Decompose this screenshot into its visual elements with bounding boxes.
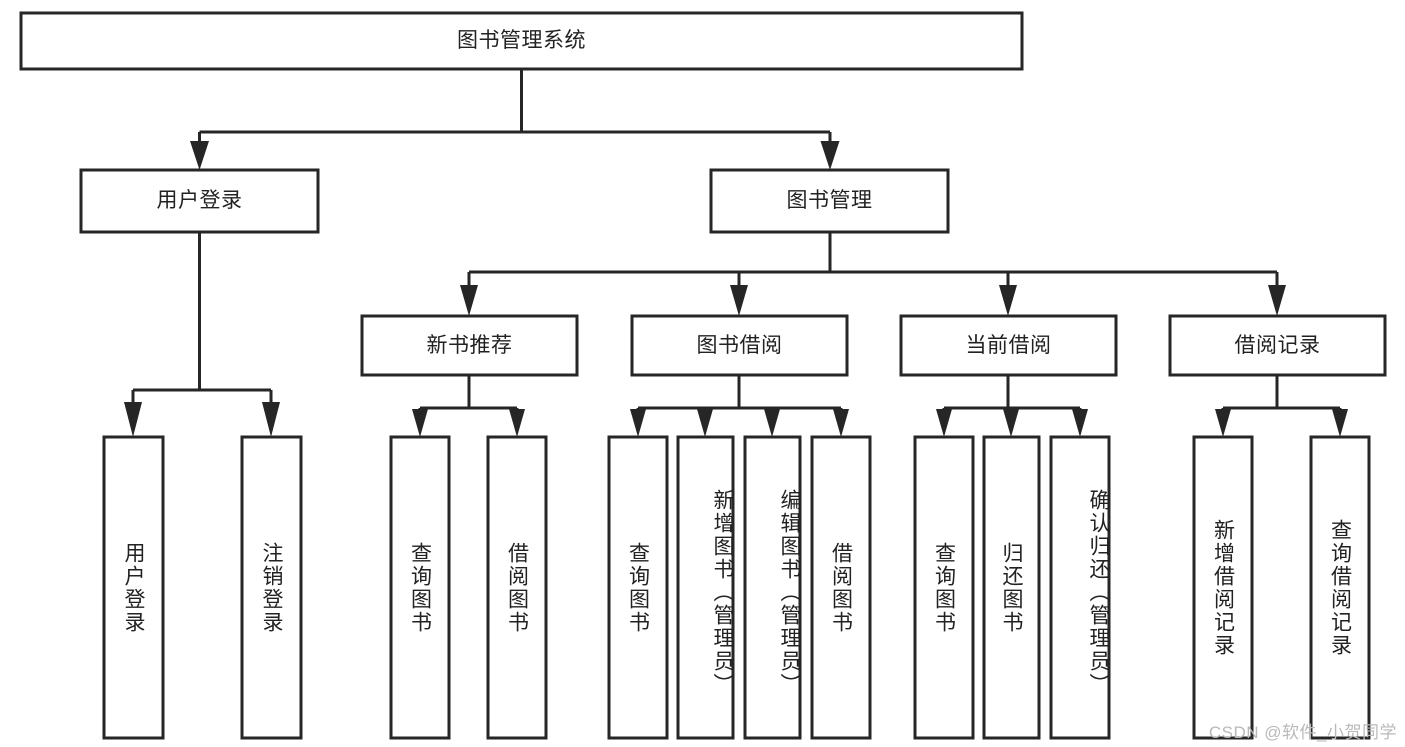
node-box-root[interactable] [19,11,1024,71]
node-box-book-borrow[interactable] [630,314,849,377]
node-box-new-book-rec[interactable] [360,314,579,377]
node-box-leaf-query-book-a[interactable] [389,435,451,740]
node-box-leaf-edit-book[interactable] [743,435,802,740]
arrow-head-leaf-user-login [124,402,142,437]
arrow-head-book-mgmt [820,141,840,170]
node-box-leaf-user-login[interactable] [102,435,165,740]
node-box-leaf-return-book[interactable] [982,435,1041,740]
arrow-head-leaf-query-record [1332,409,1348,437]
node-box-user-login[interactable] [79,168,320,234]
arrow-head-current-borrow [999,285,1017,316]
arrow-head-leaf-borrow-book-b [833,409,849,437]
node-box-leaf-query-book-c[interactable] [913,435,975,740]
connectors [124,69,1348,437]
arrow-head-leaf-add-book [697,409,713,437]
node-box-leaf-add-record[interactable] [1192,435,1254,740]
arrow-head-leaf-query-book-c [936,409,952,437]
node-box-leaf-borrow-book-b[interactable] [810,435,872,740]
node-box-leaf-query-record[interactable] [1309,435,1371,740]
node-boxes [19,11,1387,740]
arrow-head-leaf-query-book-a [412,409,428,437]
arrow-head-leaf-query-book-b [630,409,646,437]
arrow-head-leaf-confirm-return [1072,409,1088,437]
arrow-head-leaf-logout [262,402,280,437]
arrow-head-leaf-add-record [1215,409,1231,437]
node-box-leaf-confirm-return[interactable] [1049,435,1111,740]
arrow-head-user-login [190,141,209,170]
node-box-book-mgmt[interactable] [709,168,950,234]
arrow-head-leaf-borrow-book-a [509,409,525,437]
node-box-current-borrow[interactable] [899,314,1118,377]
csdn-watermark: CSDN @软件_小贺同学 [1208,723,1397,742]
arrow-head-book-borrow [730,285,748,316]
node-box-leaf-logout[interactable] [240,435,303,740]
arrow-head-borrow-record [1268,285,1286,316]
arrow-head-leaf-edit-book [764,409,780,437]
node-box-leaf-query-book-b[interactable] [607,435,669,740]
node-box-borrow-record[interactable] [1168,314,1387,377]
arrow-head-leaf-return-book [1003,409,1019,437]
node-box-leaf-borrow-book-a[interactable] [486,435,548,740]
node-box-leaf-add-book[interactable] [676,435,735,740]
arrow-head-new-book-rec [460,285,478,316]
